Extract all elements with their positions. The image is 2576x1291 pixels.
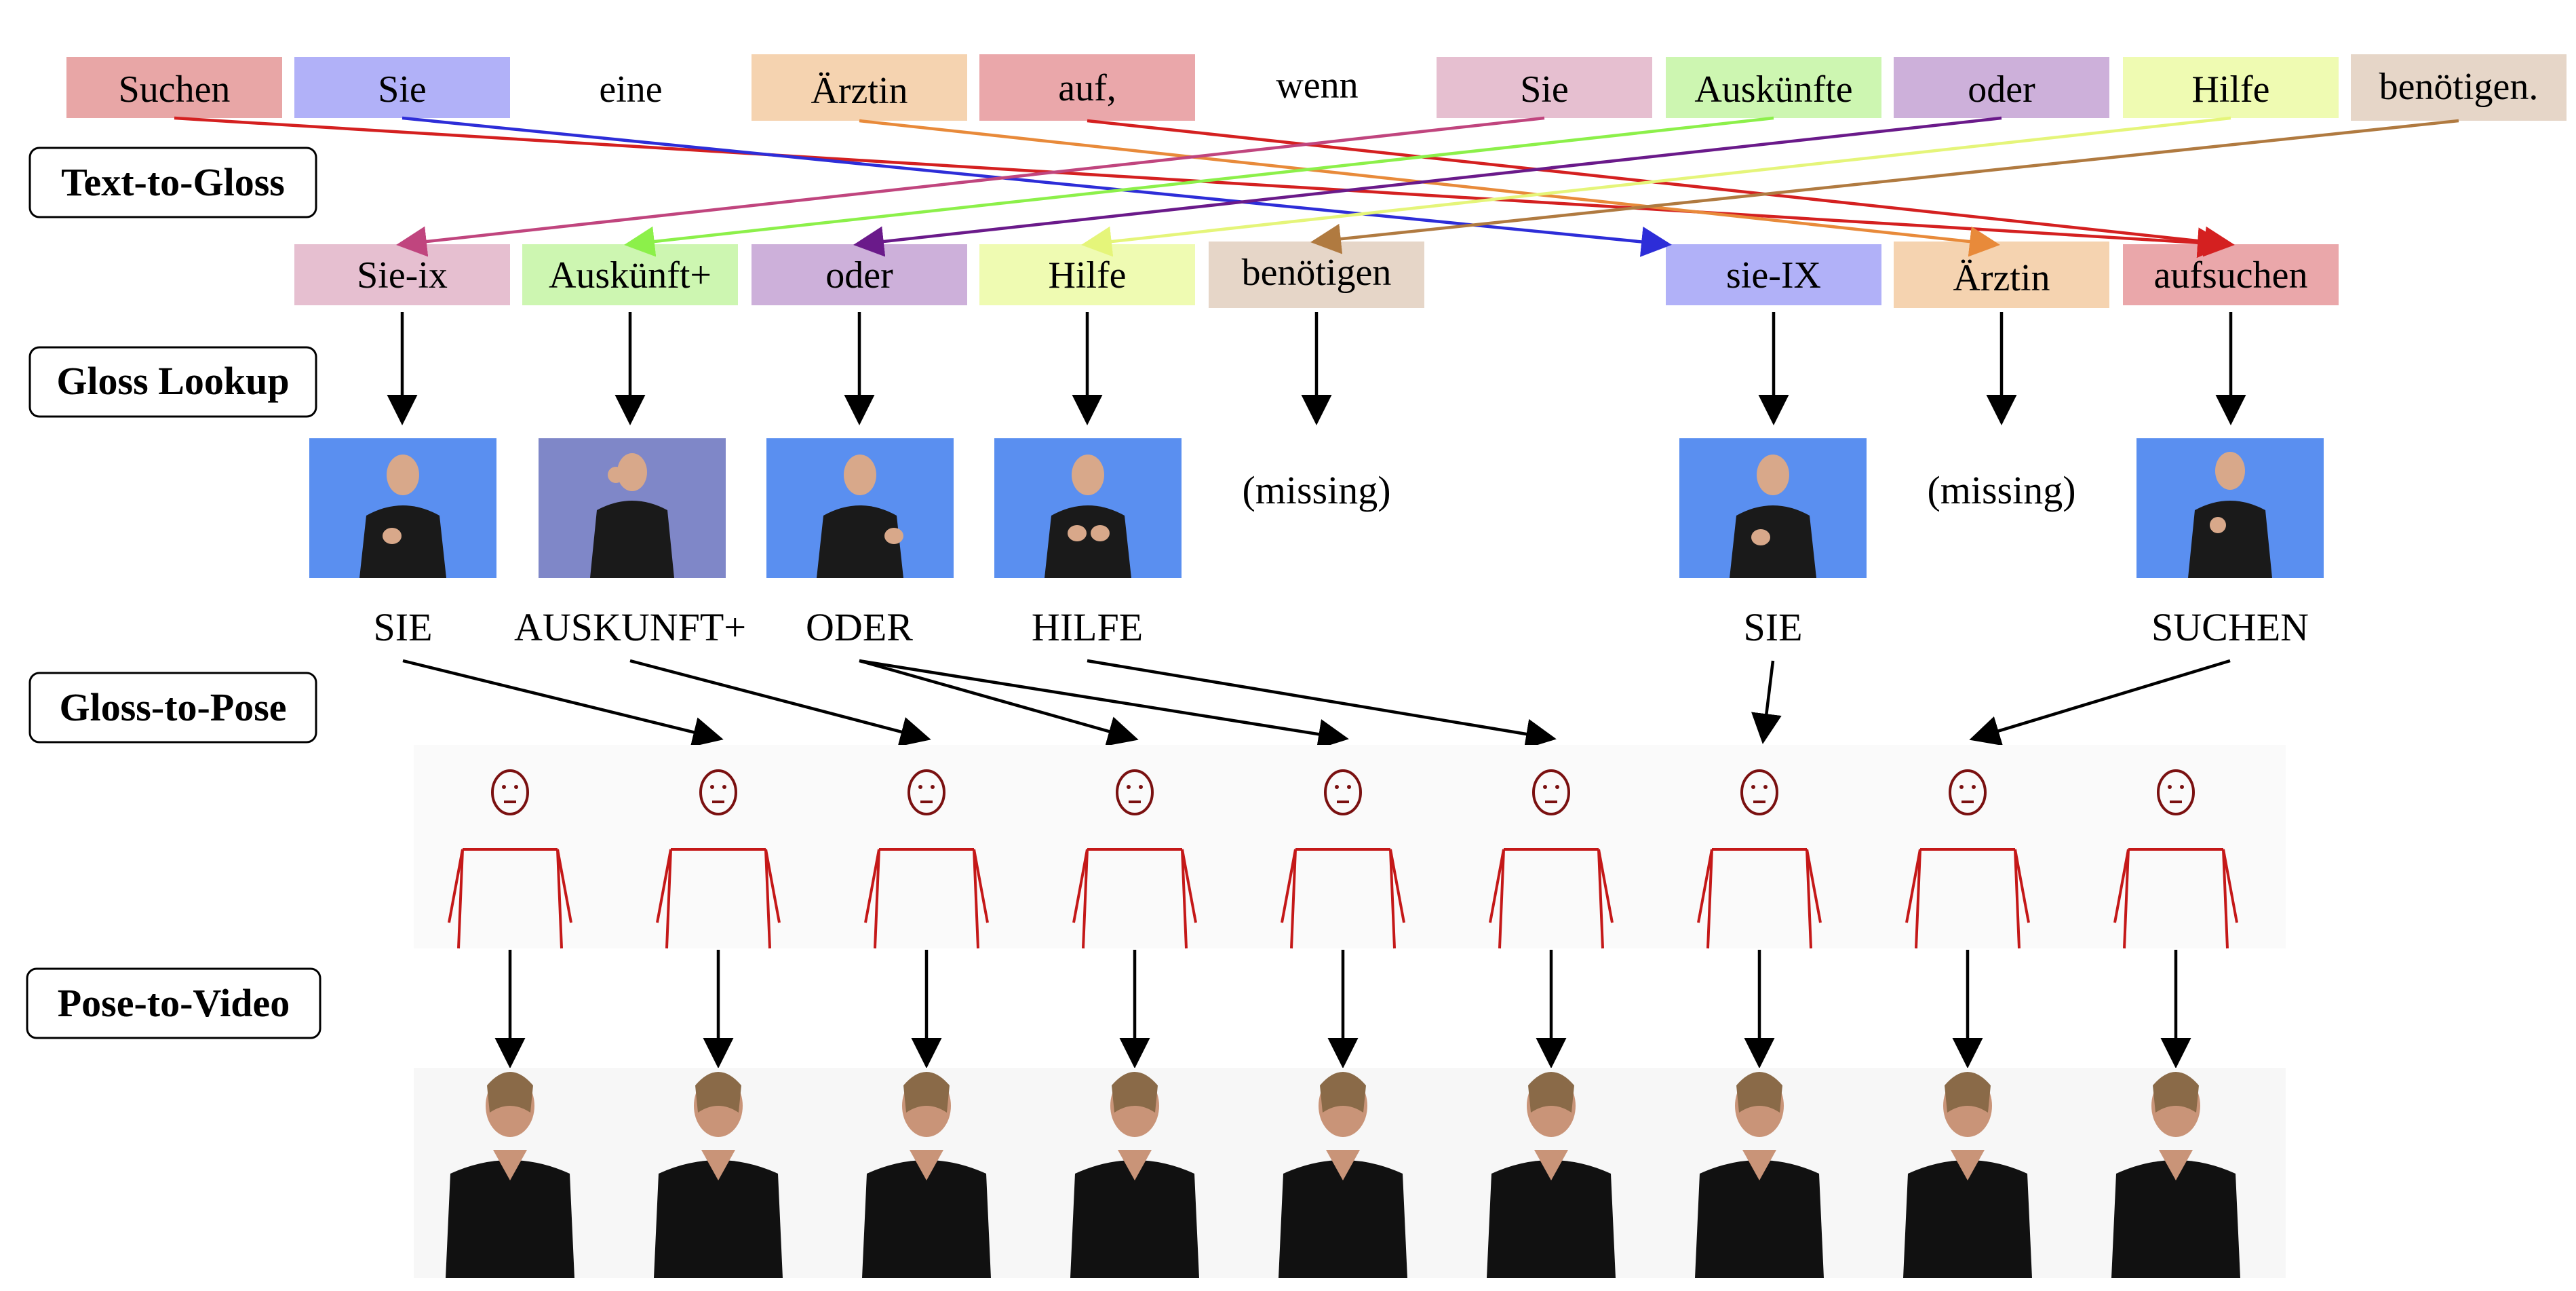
alignment-arrow-sie (402, 116, 1672, 257)
pose-row (448, 769, 2238, 949)
stage-label-gloss-lookup: Gloss Lookup (28, 346, 317, 418)
lookup-label-suchen: SUCHEN (2151, 605, 2309, 649)
video-frame (1070, 1072, 1199, 1278)
stage-label-text-to-gloss: Text-to-Gloss (28, 147, 317, 218)
sentence-row: Suchen Sie eine Ärztin auf, wenn Sie Aus… (66, 54, 2567, 121)
pose-skeleton (1697, 769, 1822, 949)
alignment-arrow-auskuenfte (624, 116, 1774, 257)
word-box-benoetigen (2351, 54, 2567, 121)
signer-video-thumbnail (1679, 438, 1867, 578)
video-frame (2111, 1072, 2240, 1278)
alignment-arrow-oder (853, 116, 2002, 257)
word-box-suchen (66, 57, 282, 118)
signer-video-thumbnail (994, 438, 1182, 578)
pose-skeleton (1072, 769, 1197, 949)
gloss-sie-ix: Sie-ix (357, 254, 448, 296)
pose-skeleton (2113, 769, 2238, 949)
word-eine: eine (599, 69, 662, 111)
lookup-label-oder: ODER (806, 605, 913, 649)
stage-label-text: Text-to-Gloss (61, 160, 285, 204)
pose-skeleton (448, 769, 572, 949)
lookup-label-sie-ix: SIE (1744, 605, 1803, 649)
alignment-arrows (174, 116, 2459, 258)
word-suchen: Suchen (119, 69, 231, 111)
word-box-sie2 (1437, 57, 1652, 118)
video-frame (1695, 1072, 1824, 1278)
video-frame (862, 1072, 991, 1278)
video-row (446, 1072, 2240, 1278)
pose-skeleton (864, 769, 989, 949)
stage-label-gloss-to-pose: Gloss-to-Pose (28, 672, 317, 744)
pose-skeleton (1281, 769, 1405, 949)
lookup-label-sie: SIE (374, 605, 433, 649)
lookup-label-hilfe: HILFE (1032, 605, 1143, 649)
gloss-aufsuchen: aufsuchen (2153, 254, 2307, 296)
gloss-aerztin: Ärztin (1953, 257, 2050, 299)
signer-video-thumbnail (766, 438, 954, 578)
word-box-oder (1894, 57, 2109, 118)
stage-label-pose-to-video: Pose-to-Video (26, 967, 321, 1039)
missing-label: (missing) (1927, 468, 2075, 512)
gloss-benoetigen: benötigen (1242, 252, 1392, 294)
gloss-box-aerztin (1894, 242, 2109, 308)
word-box-auskuenfte (1666, 57, 1881, 118)
word-box-aerztin (752, 54, 967, 121)
video-frame (1903, 1072, 2032, 1278)
video-frame (654, 1072, 783, 1278)
pose-skeleton (1489, 769, 1614, 949)
word-wenn: wenn (1276, 64, 1358, 107)
alignment-arrow-benoetigen (1310, 119, 2459, 254)
word-box-auf (979, 54, 1195, 121)
word-auskuenfte: Auskünfte (1694, 69, 1852, 111)
video-frame (1487, 1072, 1616, 1278)
pose-skeleton (1905, 769, 2030, 949)
gloss-auskunft: Auskünft+ (549, 254, 711, 296)
word-auf: auf, (1058, 67, 1116, 109)
lookup-row: (missing) (missing) SIE AUSKUNFT+ ODER H… (309, 438, 2324, 649)
word-box-hilfe (2123, 57, 2339, 118)
video-arrows (494, 950, 2191, 1068)
gloss-oder: oder (825, 254, 893, 296)
pose-skeleton (656, 769, 781, 949)
pose-strip-background (414, 745, 2286, 948)
video-frame (446, 1072, 574, 1278)
word-sie: Sie (378, 69, 427, 111)
lookup-arrows (387, 312, 2246, 425)
gloss-box-sie-IX (1666, 244, 1881, 305)
alignment-arrow-hilfe (1081, 116, 2231, 257)
alignment-arrow-sie2 (396, 116, 1545, 257)
word-benoetigen: benötigen. (2379, 66, 2539, 108)
word-hilfe: Hilfe (2191, 69, 2269, 111)
lookup-label-auskunft: AUSKUNFT+ (514, 605, 746, 649)
stage-label-text: Gloss Lookup (56, 359, 289, 403)
word-aerztin: Ärztin (811, 70, 908, 112)
word-sie2: Sie (1520, 69, 1569, 111)
signer-video-thumbnail (2136, 438, 2324, 578)
gloss-hilfe: Hilfe (1048, 254, 1126, 296)
stage-label-text: Gloss-to-Pose (59, 685, 286, 729)
signer-video-thumbnail (539, 438, 726, 578)
pose-arrows (402, 659, 2231, 750)
gloss-row: Sie-ix Auskünft+ oder Hilfe benötigen si… (294, 242, 2339, 308)
video-frame (1279, 1072, 1407, 1278)
signer-video-thumbnail (309, 438, 496, 578)
stage-label-text: Pose-to-Video (58, 981, 290, 1025)
gloss-sie-IX: sie-IX (1726, 254, 1821, 296)
missing-label: (missing) (1242, 468, 1390, 512)
word-oder: oder (1968, 69, 2035, 111)
word-box-sie (294, 57, 510, 118)
